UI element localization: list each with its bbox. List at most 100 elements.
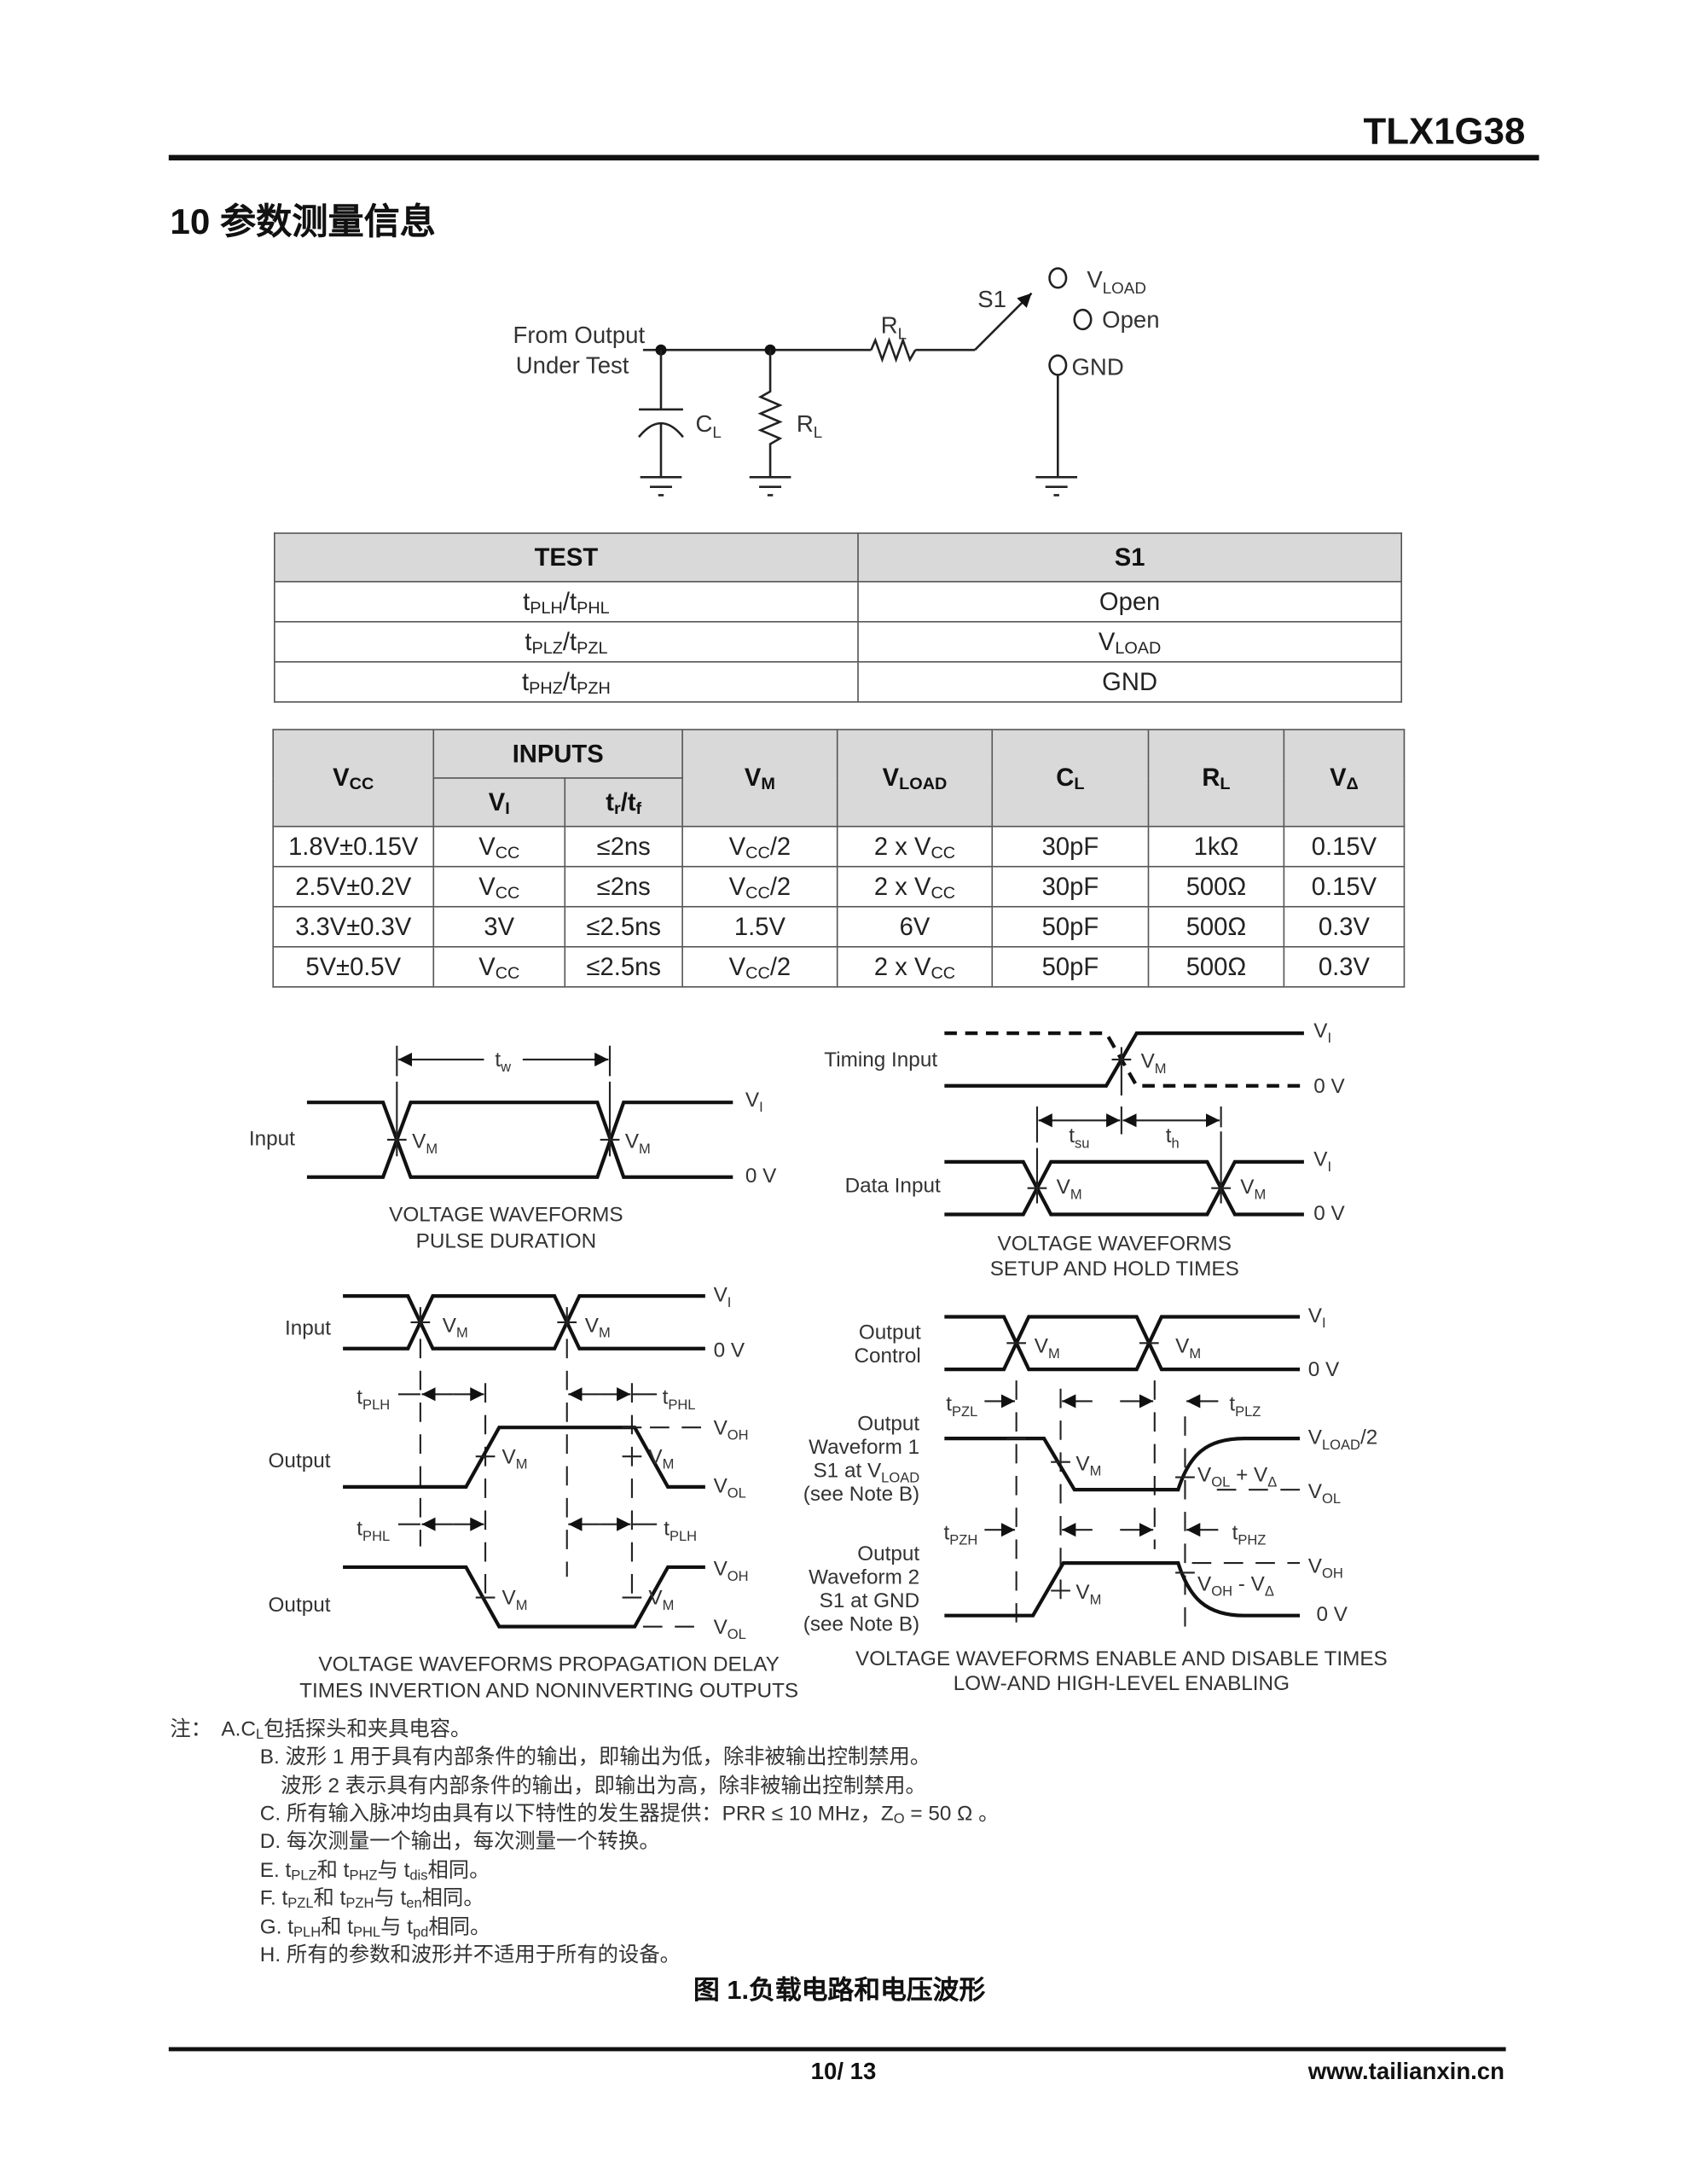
from-output-label: From Output [513, 322, 646, 348]
ground-symbol [640, 476, 1078, 497]
output-control-label: Control [854, 1345, 920, 1368]
note-h: H. 所有的参数和波形并不适用于所有的设备。 [259, 1943, 681, 1967]
table-cell: 500Ω [1147, 865, 1285, 908]
output-waveform-1 [944, 1437, 1301, 1492]
vm-label: VM [1057, 1176, 1082, 1202]
gnd-terminal [1048, 354, 1068, 376]
input-waveform-complement [343, 1294, 705, 1350]
column-header: VM [681, 729, 838, 828]
rl-series-label: RL [881, 312, 907, 343]
section-title: 10 参数测量信息 [170, 200, 436, 242]
table-cell: 6V [836, 905, 994, 948]
timing-dashed-lines [1015, 1380, 1186, 1633]
caption-line: LOW-AND HIGH-LEVEL ENABLING [954, 1672, 1290, 1695]
waveform2-label: (see Note B) [803, 1613, 919, 1636]
s1-cell: Open [857, 580, 1403, 623]
header-rule [168, 154, 1539, 161]
pulse-duration-diagram: tw VM VM VI 0 V Input VOLTAGE WAVEFORMS … [249, 1045, 777, 1252]
tphz-label: tPHZ [1232, 1522, 1267, 1548]
rl-shunt-label: RL [797, 410, 822, 441]
tphl-label: tPHL [357, 1518, 390, 1544]
vm-label: VM [1035, 1335, 1060, 1362]
s1-label: S1 [977, 286, 1006, 312]
table-cell: VCC/2 [681, 945, 838, 988]
propagation-delay-diagram: VM VM VI 0 V Input tPLH tPHL VM VM VOH V… [269, 1284, 799, 1703]
vm-label: VM [1075, 1452, 1101, 1478]
voh-minus-vdelta-label: VOH - VΔ [1197, 1573, 1274, 1600]
s1-cell: GND [857, 660, 1403, 703]
table-cell: 50pF [991, 945, 1150, 988]
caption-line: VOLTAGE WAVEFORMS PROPAGATION DELAY [318, 1653, 779, 1676]
waveform1-label: S1 at VLOAD [813, 1460, 919, 1486]
page-number: 10/ 13 [810, 2058, 877, 2085]
table-cell: 5V±0.5V [272, 945, 435, 988]
vm-crossing-marks [475, 1426, 642, 1458]
tplh-label: tPLH [357, 1386, 390, 1413]
input-label: Input [285, 1317, 331, 1340]
vi-label: VI [1313, 1019, 1331, 1046]
waveform1-label: Output [857, 1412, 919, 1435]
vm-label: VM [443, 1314, 468, 1340]
table-cell: 50pF [991, 905, 1150, 948]
data-input-waveform-complement [944, 1159, 1304, 1217]
open-terminal [1073, 308, 1093, 331]
waveform2-label: S1 at GND [820, 1589, 919, 1612]
input-label: Input [249, 1127, 295, 1150]
zero-v-label: 0 V [1316, 1603, 1348, 1626]
waveform1-label: Waveform 1 [809, 1436, 919, 1459]
vol-label: VOL [714, 1616, 746, 1642]
vm-label: VM [625, 1130, 651, 1157]
tsu-label: tsu [1069, 1124, 1089, 1151]
open-label: Open [1102, 306, 1159, 333]
note-d: D. 每次测量一个输出，每次测量一个转换。 [259, 1829, 660, 1854]
figure-caption: 图 1.负载电路和电压波形 [693, 1976, 986, 2006]
website-link[interactable]: www.tailianxin.cn [1307, 2058, 1504, 2085]
s1-cell: VLOAD [857, 620, 1403, 663]
document-title: TLX1G38 [1363, 110, 1526, 153]
switch-s1-arm [974, 292, 1033, 351]
test-cell: tPLZ/tPZL [274, 620, 859, 663]
column-header: VLOAD [836, 729, 994, 828]
vm-label: VM [648, 1445, 674, 1472]
vm-crossing-marks [386, 1081, 620, 1157]
caption-line: VOLTAGE WAVEFORMS [998, 1233, 1232, 1256]
output-label: Output [269, 1449, 331, 1472]
table-cell: 2 x VCC [836, 945, 994, 988]
output-control-label: Output [859, 1321, 921, 1344]
column-header: VCC [272, 729, 435, 828]
table-cell: 30pF [991, 865, 1150, 908]
tpzl-label: tPZL [946, 1393, 977, 1420]
vm-label: VM [502, 1587, 528, 1613]
column-header: CL [991, 729, 1150, 828]
table-cell: 0.3V [1283, 905, 1406, 948]
tw-ticks [396, 1045, 612, 1077]
column-header: S1 [857, 532, 1403, 583]
vm-label: VM [585, 1314, 611, 1340]
vi-label: VI [745, 1089, 763, 1115]
table-cell: 0.15V [1283, 865, 1406, 908]
column-header: VI [432, 777, 566, 828]
column-header: VΔ [1283, 729, 1406, 828]
under-test-label: Under Test [516, 352, 629, 379]
vm-crossing-marks [1027, 1131, 1231, 1204]
gnd-label: GND [1072, 353, 1124, 380]
output-waveform-2 [944, 1560, 1301, 1618]
table-cell: ≤2ns [564, 825, 683, 868]
table-cell: 1.8V±0.15V [272, 825, 435, 868]
table-cell: ≤2.5ns [564, 945, 683, 988]
table-cell: 500Ω [1147, 905, 1285, 948]
th-label: th [1166, 1124, 1180, 1151]
note-c: C. 所有输入脉冲均由具有以下特性的发生器提供：PRR ≤ 10 MHz，ZO … [259, 1802, 1000, 1827]
caption-line: VOLTAGE WAVEFORMS [389, 1204, 623, 1227]
table-cell: 2.5V±0.2V [272, 865, 435, 908]
output-control-waveform [944, 1315, 1301, 1372]
notes-prefix: 注： [170, 1717, 212, 1742]
output-dashed-lines [484, 1383, 633, 1605]
tsu-th-ticks [1035, 1107, 1222, 1143]
